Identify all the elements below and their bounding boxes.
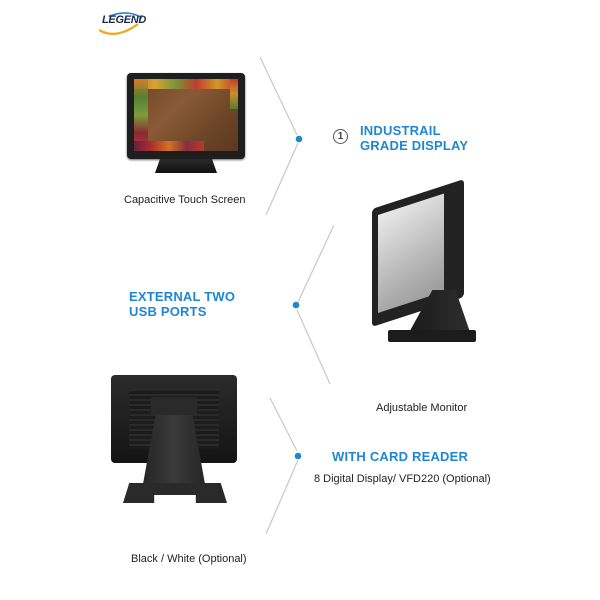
product-image-rear-monitor xyxy=(111,375,241,510)
feature-usb-ports: EXTERNAL TWO USB PORTS xyxy=(129,289,235,319)
timeline-dot-2 xyxy=(292,301,300,309)
timeline-dot-3 xyxy=(294,452,302,460)
caption-adjustable-monitor: Adjustable Monitor xyxy=(376,402,468,414)
feature-title-line2: GRADE DISPLAY xyxy=(360,138,469,153)
feature-title-line1: INDUSTRAIL xyxy=(360,123,441,138)
feature-card-reader: WITH CARD READER xyxy=(332,449,469,464)
product-image-front-monitor xyxy=(127,73,245,173)
screen-produce-image xyxy=(134,79,238,151)
product-image-angled-monitor xyxy=(368,179,478,350)
caption-capacitive-touch-screen: Capacitive Touch Screen xyxy=(124,194,246,206)
feature-title-line1: EXTERNAL TWO xyxy=(129,289,236,304)
logo-text: LEGEND xyxy=(102,14,147,26)
feature-title-line2: USB PORTS xyxy=(129,304,207,319)
feature-card-reader-subtitle: 8 Digital Display/ VFD220 (Optional) xyxy=(314,473,491,485)
legend-logo: LEGEND xyxy=(96,10,146,36)
timeline-dot-1 xyxy=(295,135,303,143)
feature-industrial-display: INDUSTRAIL GRADE DISPLAY xyxy=(360,123,468,153)
caption-black-white-optional: Black / White (Optional) xyxy=(131,553,247,565)
number-badge: 1 xyxy=(333,129,348,144)
